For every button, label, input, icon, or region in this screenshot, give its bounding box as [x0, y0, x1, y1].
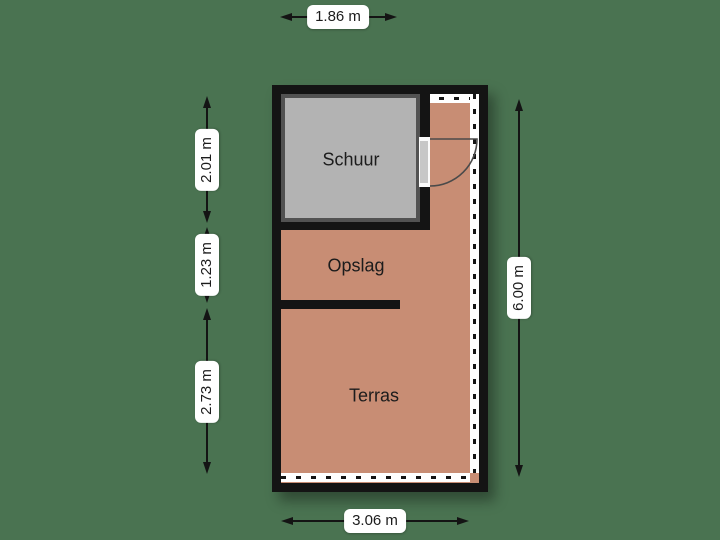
room-label-terras: Terras: [348, 385, 400, 406]
dimension-label-left-bottom: 2.73 m: [195, 361, 219, 423]
room-label-schuur: Schuur: [322, 149, 380, 170]
schuur-room: [281, 94, 420, 222]
wall-divider-opslag-terras: [281, 300, 400, 309]
open-boundary-bottom: [281, 473, 470, 482]
dimension-label-left-top: 2.01 m: [195, 129, 219, 191]
dimension-label-bottom: 3.06 m: [344, 509, 406, 533]
dimension-label-left-middle: 1.23 m: [195, 234, 219, 296]
open-boundary-dashes: [473, 94, 476, 473]
open-boundary-right: [470, 94, 479, 473]
room-label-opslag: Opslag: [327, 255, 385, 276]
open-boundary-dashes: [424, 97, 479, 100]
door-leaf: [420, 141, 428, 183]
open-boundary-dashes: [281, 476, 470, 479]
open-boundary-top: [424, 94, 479, 103]
dimension-label-top: 1.86 m: [307, 5, 369, 29]
dimension-label-right: 6.00 m: [507, 257, 531, 319]
